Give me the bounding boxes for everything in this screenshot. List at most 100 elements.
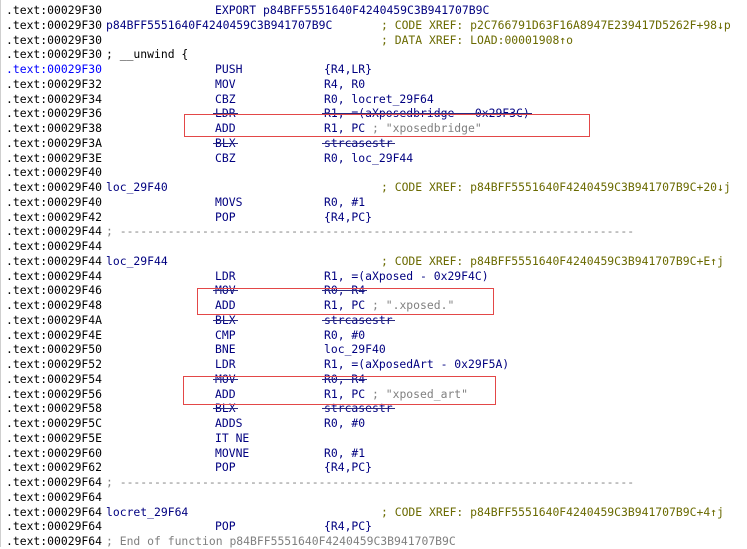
address[interactable]: .text:00029F42 [6,209,103,224]
instruction-operands[interactable]: R0, locret_29F64 [324,92,434,107]
instruction-operands[interactable]: {R4,PC} [324,460,372,475]
instruction-mnemonic[interactable]: MOV [215,76,236,91]
address[interactable]: .text:00029F64 [6,519,103,534]
instruction-operands[interactable]: R0, R4 [324,283,365,298]
code-label[interactable]: p84BFF5551640F4240459C3B941707B9C [106,17,333,32]
cross-reference-comment[interactable]: ; CODE XREF: p84BFF5551640F4240459C3B941… [381,504,724,519]
instruction-mnemonic[interactable]: MOV [215,283,236,298]
address[interactable]: .text:00029F64 [6,534,103,548]
code-line[interactable]: .text:00029F64 POP {R4,PC} [1,519,747,534]
cross-reference-comment[interactable]: ; DATA XREF: LOAD:00001908↑o [381,32,574,47]
code-line[interactable]: .text:00029F30; __unwind { [1,47,747,62]
instruction-mnemonic[interactable]: ADDS [215,416,243,430]
instruction-mnemonic[interactable]: MOV [215,371,236,386]
code-line[interactable]: .text:00029F30 EXPORT p84BFF5551640F42404… [1,3,747,18]
instruction-mnemonic[interactable]: POP [215,519,236,534]
code-line[interactable]: .text:00029F44; ------------------------… [1,224,747,239]
instruction-operands[interactable]: {R4,PC} [324,210,372,225]
address[interactable]: .text:00029F60 [6,445,103,460]
code-line[interactable]: .text:00029F54 MOV R0, R4 [1,372,747,387]
instruction-operands[interactable]: R1, =(aXposedArt - 0x29F5A) [324,357,509,372]
instruction-operands[interactable]: R1, PC ; "xposed_art" [324,387,468,402]
address[interactable]: .text:00029F30 [6,3,103,17]
instruction-mnemonic[interactable]: BLX [215,135,236,150]
address[interactable]: .text:00029F36 [6,106,103,121]
address[interactable]: .text:00029F4E [6,327,103,342]
code-line[interactable]: .text:00029F44 [1,239,747,254]
code-line[interactable]: .text:00029F64; ------------------------… [1,475,747,490]
address[interactable]: .text:00029F58 [6,401,103,416]
instruction-operands[interactable]: strcasestr [324,313,393,328]
address[interactable]: .text:00029F5C [6,416,103,430]
address[interactable]: .text:00029F44 [6,253,103,268]
address[interactable]: .text:00029F38 [6,121,103,135]
address[interactable]: .text:00029F40 [6,194,103,209]
address[interactable]: .text:00029F44 [6,268,103,283]
address[interactable]: .text:00029F4A [6,312,103,327]
address[interactable]: .text:00029F46 [6,283,103,298]
cross-reference-comment[interactable]: ; CODE XREF: p84BFF5551640F4240459C3B941… [381,180,731,194]
address[interactable]: .text:00029F64 [6,504,103,519]
instruction-mnemonic[interactable]: BNE [215,342,236,357]
code-label[interactable]: loc_29F40 [106,180,168,194]
instruction-mnemonic[interactable]: POP [215,460,236,475]
instruction-mnemonic[interactable]: CBZ [215,91,236,106]
address[interactable]: .text:00029F44 [6,224,103,239]
code-line[interactable]: .text:00029F46 MOV R0, R4 [1,283,747,298]
address[interactable]: .text:00029F44 [6,239,103,253]
code-line[interactable]: .text:00029F64; End of function p84BFF55… [1,534,747,549]
instruction-operands[interactable]: R0, loc_29F44 [324,151,413,166]
instruction-operands[interactable]: R0, R4 [324,372,365,387]
instruction-mnemonic[interactable]: MOVNE [215,445,250,460]
code-line[interactable]: .text:00029F4E CMP R0, #0 [1,328,747,343]
instruction-mnemonic[interactable]: ADD [215,386,236,401]
address[interactable]: .text:00029F40 [6,180,103,194]
cross-reference-comment[interactable]: ; CODE XREF: p2C766791D63F16A8947E239417… [381,17,731,32]
instruction-mnemonic[interactable]: CMP [215,327,236,342]
instruction-mnemonic[interactable]: LDR [215,106,236,121]
instruction-mnemonic[interactable]: POP [215,209,236,224]
cross-reference-comment[interactable]: ; CODE XREF: p84BFF5551640F4240459C3B941… [381,253,724,268]
code-line[interactable]: .text:00029F40 [1,165,747,180]
address[interactable]: .text:00029F30 [6,17,103,32]
address[interactable]: .text:00029F5E [6,430,103,445]
address[interactable]: .text:00029F40 [6,165,103,180]
instruction-operands[interactable]: R1, PC ; "xposedbridge" [324,121,482,136]
instruction-operands[interactable]: {R4,LR} [324,62,372,77]
instruction-mnemonic[interactable]: MOVS [215,194,243,209]
address[interactable]: .text:00029F3E [6,150,103,165]
code-line[interactable]: .text:00029F42 POP {R4,PC} [1,210,747,225]
instruction-operands[interactable]: {R4,PC} [324,519,372,534]
instruction-operands[interactable]: R1, PC ; ".xposed." [324,298,454,313]
instruction-operands[interactable]: loc_29F40 [324,342,386,357]
instruction-mnemonic[interactable]: EXPORT p84BFF5551640F4240459C3B941707B9C [215,3,490,17]
address[interactable]: .text:00029F64 [6,475,103,489]
address[interactable]: .text:00029F30 [6,62,103,76]
code-label[interactable]: locret_29F64 [106,504,189,519]
address[interactable]: .text:00029F54 [6,371,103,386]
address[interactable]: .text:00029F30 [6,32,103,47]
instruction-mnemonic[interactable]: ADD [215,121,236,135]
address[interactable]: .text:00029F64 [6,489,103,504]
instruction-mnemonic[interactable]: LDR [215,268,236,283]
instruction-operands[interactable]: R0, #0 [324,328,365,343]
code-line[interactable]: .text:00029F38 ADD R1, PC ; "xposedbridge" [1,121,747,136]
instruction-operands[interactable]: R4, R0 [324,77,365,92]
address[interactable]: .text:00029F48 [6,298,103,312]
